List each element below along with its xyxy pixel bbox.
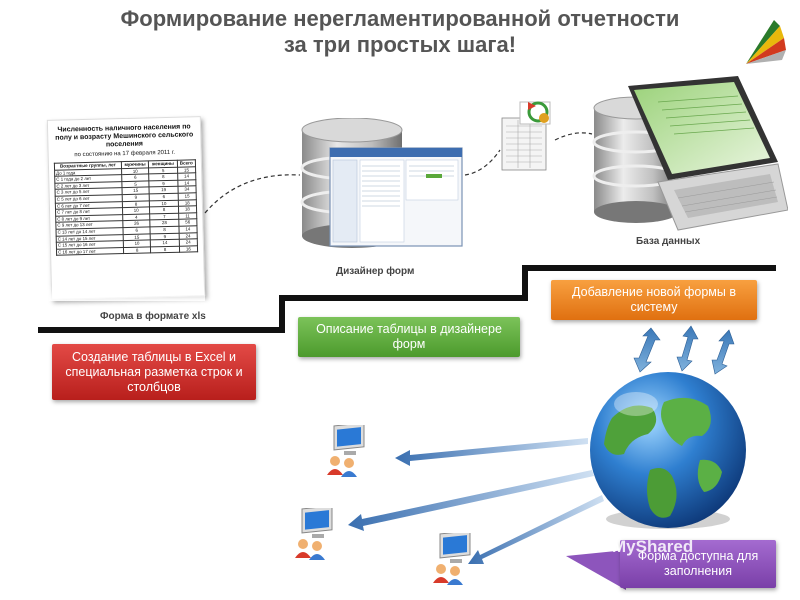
title-line-1: Формирование нерегламентированной отчетн… [120, 6, 680, 31]
watermark: MyShared [612, 537, 694, 556]
arrow-to-user-1 [395, 438, 588, 466]
step-excel-box: Создание таблицы в Excel и специальная р… [52, 344, 256, 400]
user-computer-icon [433, 533, 471, 585]
slide-title: Формирование нерегламентированной отчетн… [90, 6, 710, 58]
globe-icon [590, 372, 746, 529]
user-computer-icon [327, 425, 365, 477]
arrow-to-user-2 [348, 470, 594, 531]
title-line-2: за три простых шага! [283, 32, 517, 57]
caption-database: База данных [636, 236, 701, 247]
step-designer-box: Описание таблицы в дизайнере форм [298, 317, 520, 357]
callout-pointer [566, 550, 626, 590]
connector-xls-designer [204, 174, 301, 214]
step-add-form-box: Добавление новой формы в систему [551, 280, 757, 320]
double-arrow-icon [633, 325, 735, 375]
form-document-icon [501, 101, 551, 171]
logo-icon [746, 20, 786, 64]
designer-server-icon [300, 118, 463, 248]
connector-form-db [554, 132, 593, 141]
user-computer-icon [295, 508, 333, 560]
connector-designer-form [464, 149, 501, 176]
caption-designer: Дизайнер форм [336, 266, 415, 277]
arrow-to-user-3 [468, 495, 604, 564]
caption-xls: Форма в формате xls [100, 311, 206, 322]
sheet-reflection [49, 285, 205, 301]
step-available-box: Форма доступна для заполнения [620, 540, 776, 588]
database-laptop-icon [592, 76, 788, 231]
